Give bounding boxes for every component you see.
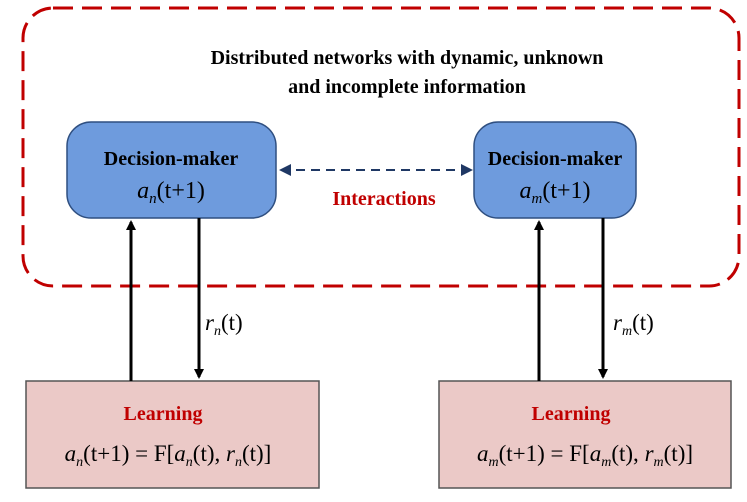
learning-n-box <box>25 380 320 489</box>
decision-maker-m-action: am(t+1) <box>519 178 590 207</box>
decision-maker-n-action: an(t+1) <box>137 178 205 207</box>
interaction-label: Interactions <box>332 188 436 210</box>
decision-maker-n-label: Decision-maker <box>104 148 239 170</box>
reward-m-label: rm(t) <box>613 310 654 339</box>
decision-maker-m-box <box>473 121 637 219</box>
learning-m-label: Learning <box>532 403 611 425</box>
decision-maker-n-box <box>66 121 277 219</box>
region-title-line-2: and incomplete information <box>288 76 526 98</box>
learning-n-label: Learning <box>124 403 203 425</box>
learning-m-equation: am(t+1) = F[am(t), rm(t)] <box>477 441 693 470</box>
network-region-border <box>21 6 741 288</box>
region-title-line-1: Distributed networks with dynamic, unkno… <box>211 47 604 69</box>
reward-n-label: rn(t) <box>205 310 243 339</box>
decision-maker-m-label: Decision-maker <box>488 148 623 170</box>
learning-n-equation: an(t+1) = F[an(t), rn(t)] <box>65 441 272 470</box>
learning-m-box <box>438 380 732 489</box>
